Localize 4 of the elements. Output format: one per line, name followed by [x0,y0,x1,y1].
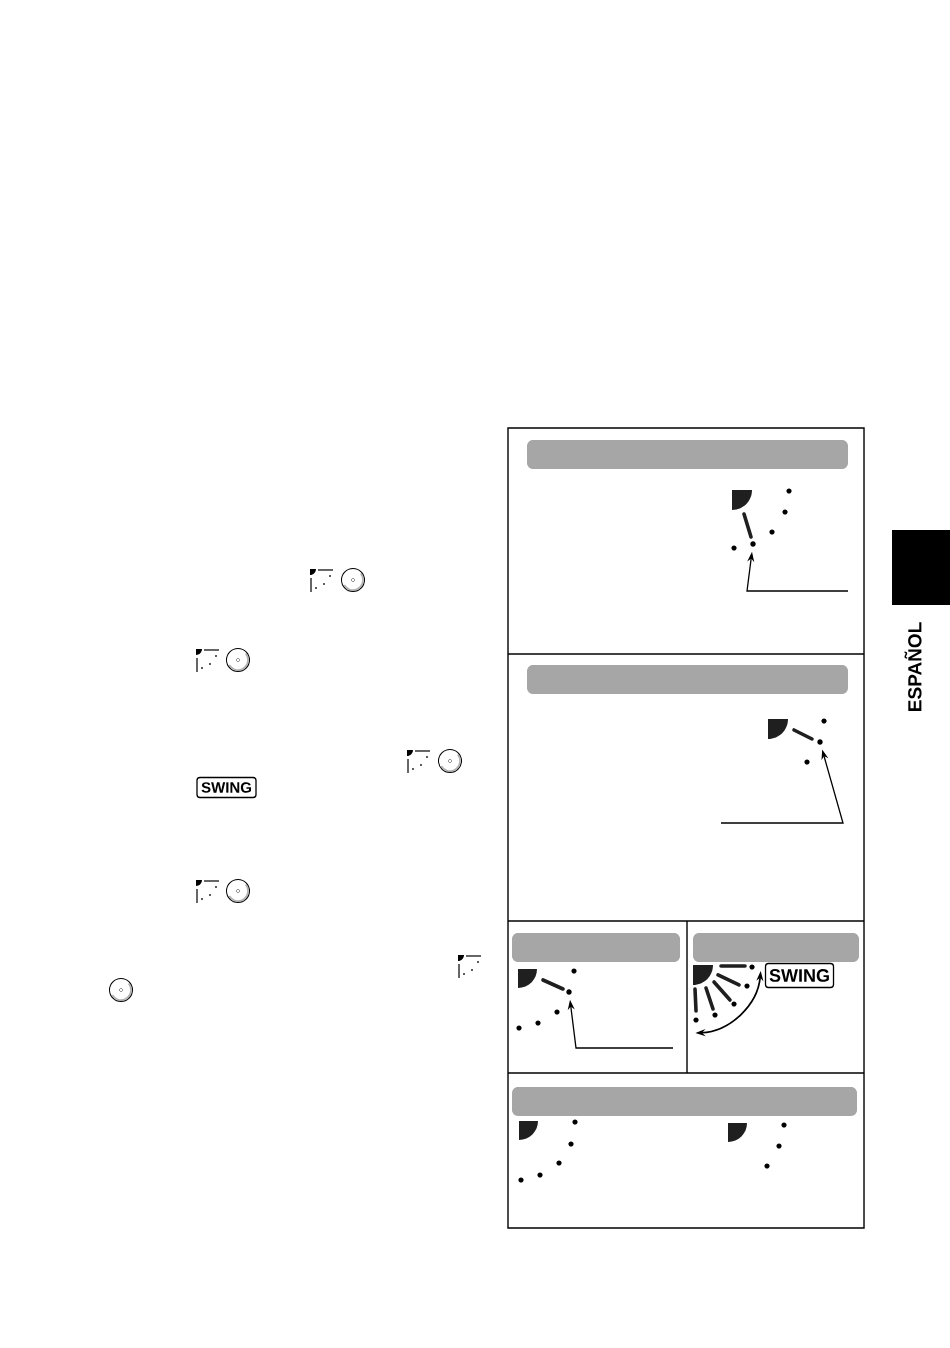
language-tab [892,530,950,605]
language-label: ESPAÑOL [904,622,922,711]
swing-button: SWING [764,962,835,989]
swing-button: SWING [196,776,257,799]
